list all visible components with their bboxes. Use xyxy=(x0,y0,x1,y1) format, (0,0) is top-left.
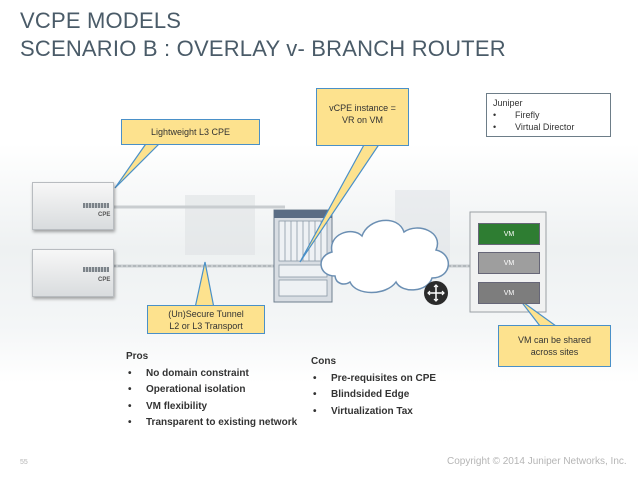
callout-lightweight-cpe: Lightweight L3 CPE xyxy=(121,119,260,145)
callout-tail-cpe xyxy=(114,137,167,189)
juniper-box-heading: Juniper xyxy=(493,98,523,108)
callout-tail-tunnel xyxy=(194,261,215,309)
pros-heading: Pros xyxy=(126,351,149,362)
pros-item: •VM flexibility xyxy=(128,400,208,412)
vm-label: VM xyxy=(503,290,515,297)
juniper-box-item: •Virtual Director xyxy=(493,122,575,132)
callout-text: VM can be shared xyxy=(517,335,592,345)
callout-tunnel: (Un)Secure Tunnel L2 or L3 Transport xyxy=(147,305,265,334)
cpe-port xyxy=(83,203,109,208)
slide-subtitle: SCENARIO B : OVERLAY v- BRANCH ROUTER xyxy=(20,36,506,61)
juniper-box-item: •Firefly xyxy=(493,110,540,120)
vm-label: VM xyxy=(503,231,515,238)
network-cloud xyxy=(320,219,449,294)
vm-box-1: VM xyxy=(478,223,540,245)
callout-vcpe-instance: vCPE instance = VR on VM xyxy=(316,88,409,146)
page-number: 55 xyxy=(20,459,28,466)
cpe-label: CPE xyxy=(98,212,111,218)
callout-text: L2 or L3 Transport xyxy=(169,321,243,331)
cons-heading: Cons xyxy=(311,356,336,367)
cpe-label: CPE xyxy=(98,277,111,283)
pros-list: Pros •No domain constraint •Operational … xyxy=(126,349,297,432)
background-rack-left xyxy=(185,195,255,255)
callout-text: (Un)Secure Tunnel xyxy=(168,309,244,319)
cons-item: •Blindsided Edge xyxy=(313,389,410,400)
callout-text: across sites xyxy=(530,347,579,357)
pros-item: •Operational isolation xyxy=(128,384,246,395)
vm-label: VM xyxy=(503,260,515,267)
callout-vm-shared: VM can be shared across sites xyxy=(498,325,611,367)
slide-title: VCPE MODELS xyxy=(20,8,182,33)
pros-item: •Transparent to existing network xyxy=(128,417,298,428)
vm-box-2: VM xyxy=(478,252,540,274)
cpe-device-1: CPE xyxy=(32,182,114,230)
callout-text: VR on VM xyxy=(341,115,383,125)
cons-list: Cons •Pre-requisites on CPE •Blindsided … xyxy=(311,354,436,420)
pros-item: •No domain constraint xyxy=(128,367,249,379)
router-icon xyxy=(424,281,448,305)
cons-item: •Pre-requisites on CPE xyxy=(313,372,437,384)
cons-item: •Virtualization Tax xyxy=(313,405,413,417)
callout-text: vCPE instance = xyxy=(329,103,396,113)
cpe-port xyxy=(83,267,109,272)
juniper-products-box: Juniper •Firefly •Virtual Director xyxy=(486,93,611,137)
vm-box-3: VM xyxy=(478,282,540,304)
cpe-device-2: CPE xyxy=(32,249,114,297)
copyright-notice: Copyright © 2014 Juniper Networks, Inc. xyxy=(447,456,627,467)
callout-text: Lightweight L3 CPE xyxy=(150,127,231,137)
